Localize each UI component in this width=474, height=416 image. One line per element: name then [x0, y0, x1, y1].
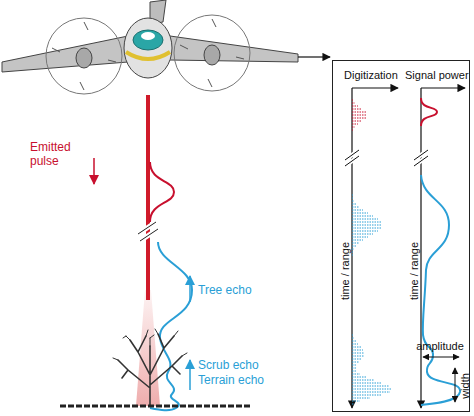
cockpit — [133, 30, 163, 50]
beam-line — [146, 95, 150, 300]
time-axis — [420, 88, 421, 408]
axis-label: width — [459, 373, 472, 399]
axis-label: time / range — [339, 242, 352, 300]
signal-curve — [421, 175, 460, 405]
echo-label: Scrub echo — [198, 358, 259, 372]
engine — [204, 45, 220, 65]
power-axis — [352, 87, 398, 88]
laser-beam — [136, 95, 160, 406]
propeller-disc — [174, 15, 250, 91]
digitized-echo — [352, 195, 382, 255]
pulse-curve — [421, 98, 437, 126]
digitized-pulse — [352, 100, 367, 130]
aircraft — [2, 0, 330, 94]
axis-label: time / range — [408, 242, 421, 300]
echo-label: Emitted pulse — [30, 140, 86, 168]
power-axis — [421, 87, 465, 88]
panel-label: Digitization — [344, 69, 398, 82]
width-arrow — [455, 368, 456, 402]
propeller-disc — [46, 18, 122, 94]
panel-label: amplitude — [416, 340, 464, 353]
break-mark — [138, 222, 158, 241]
engine — [76, 48, 92, 68]
panel-label: Signal power — [405, 69, 469, 82]
pulse-curve — [150, 162, 174, 222]
time-axis — [351, 88, 352, 408]
vegetation — [113, 329, 187, 406]
amplitude-arrow — [423, 357, 459, 358]
direction-arrow — [189, 360, 191, 390]
cockpit-glare — [141, 32, 155, 40]
digitized-echo — [352, 335, 392, 404]
tree-twigs — [113, 329, 187, 360]
propeller-blur — [52, 19, 244, 90]
direction-arrow — [189, 276, 191, 302]
break-gap — [345, 150, 428, 166]
fuselage-band — [126, 52, 170, 59]
break-mark — [345, 150, 428, 166]
waveform-panel-graphics — [345, 88, 465, 408]
echo-label: Tree echo — [198, 283, 252, 297]
fuselage — [124, 18, 172, 78]
direction-arrow — [93, 158, 95, 184]
break-gap — [138, 222, 158, 241]
leader-arrow — [298, 56, 330, 57]
ground-line — [60, 405, 250, 408]
waveform-panel: Digitization Signal power time / range time… — [332, 60, 470, 412]
echo-waveform — [150, 242, 192, 410]
echo-label: Terrain echo — [198, 373, 264, 387]
